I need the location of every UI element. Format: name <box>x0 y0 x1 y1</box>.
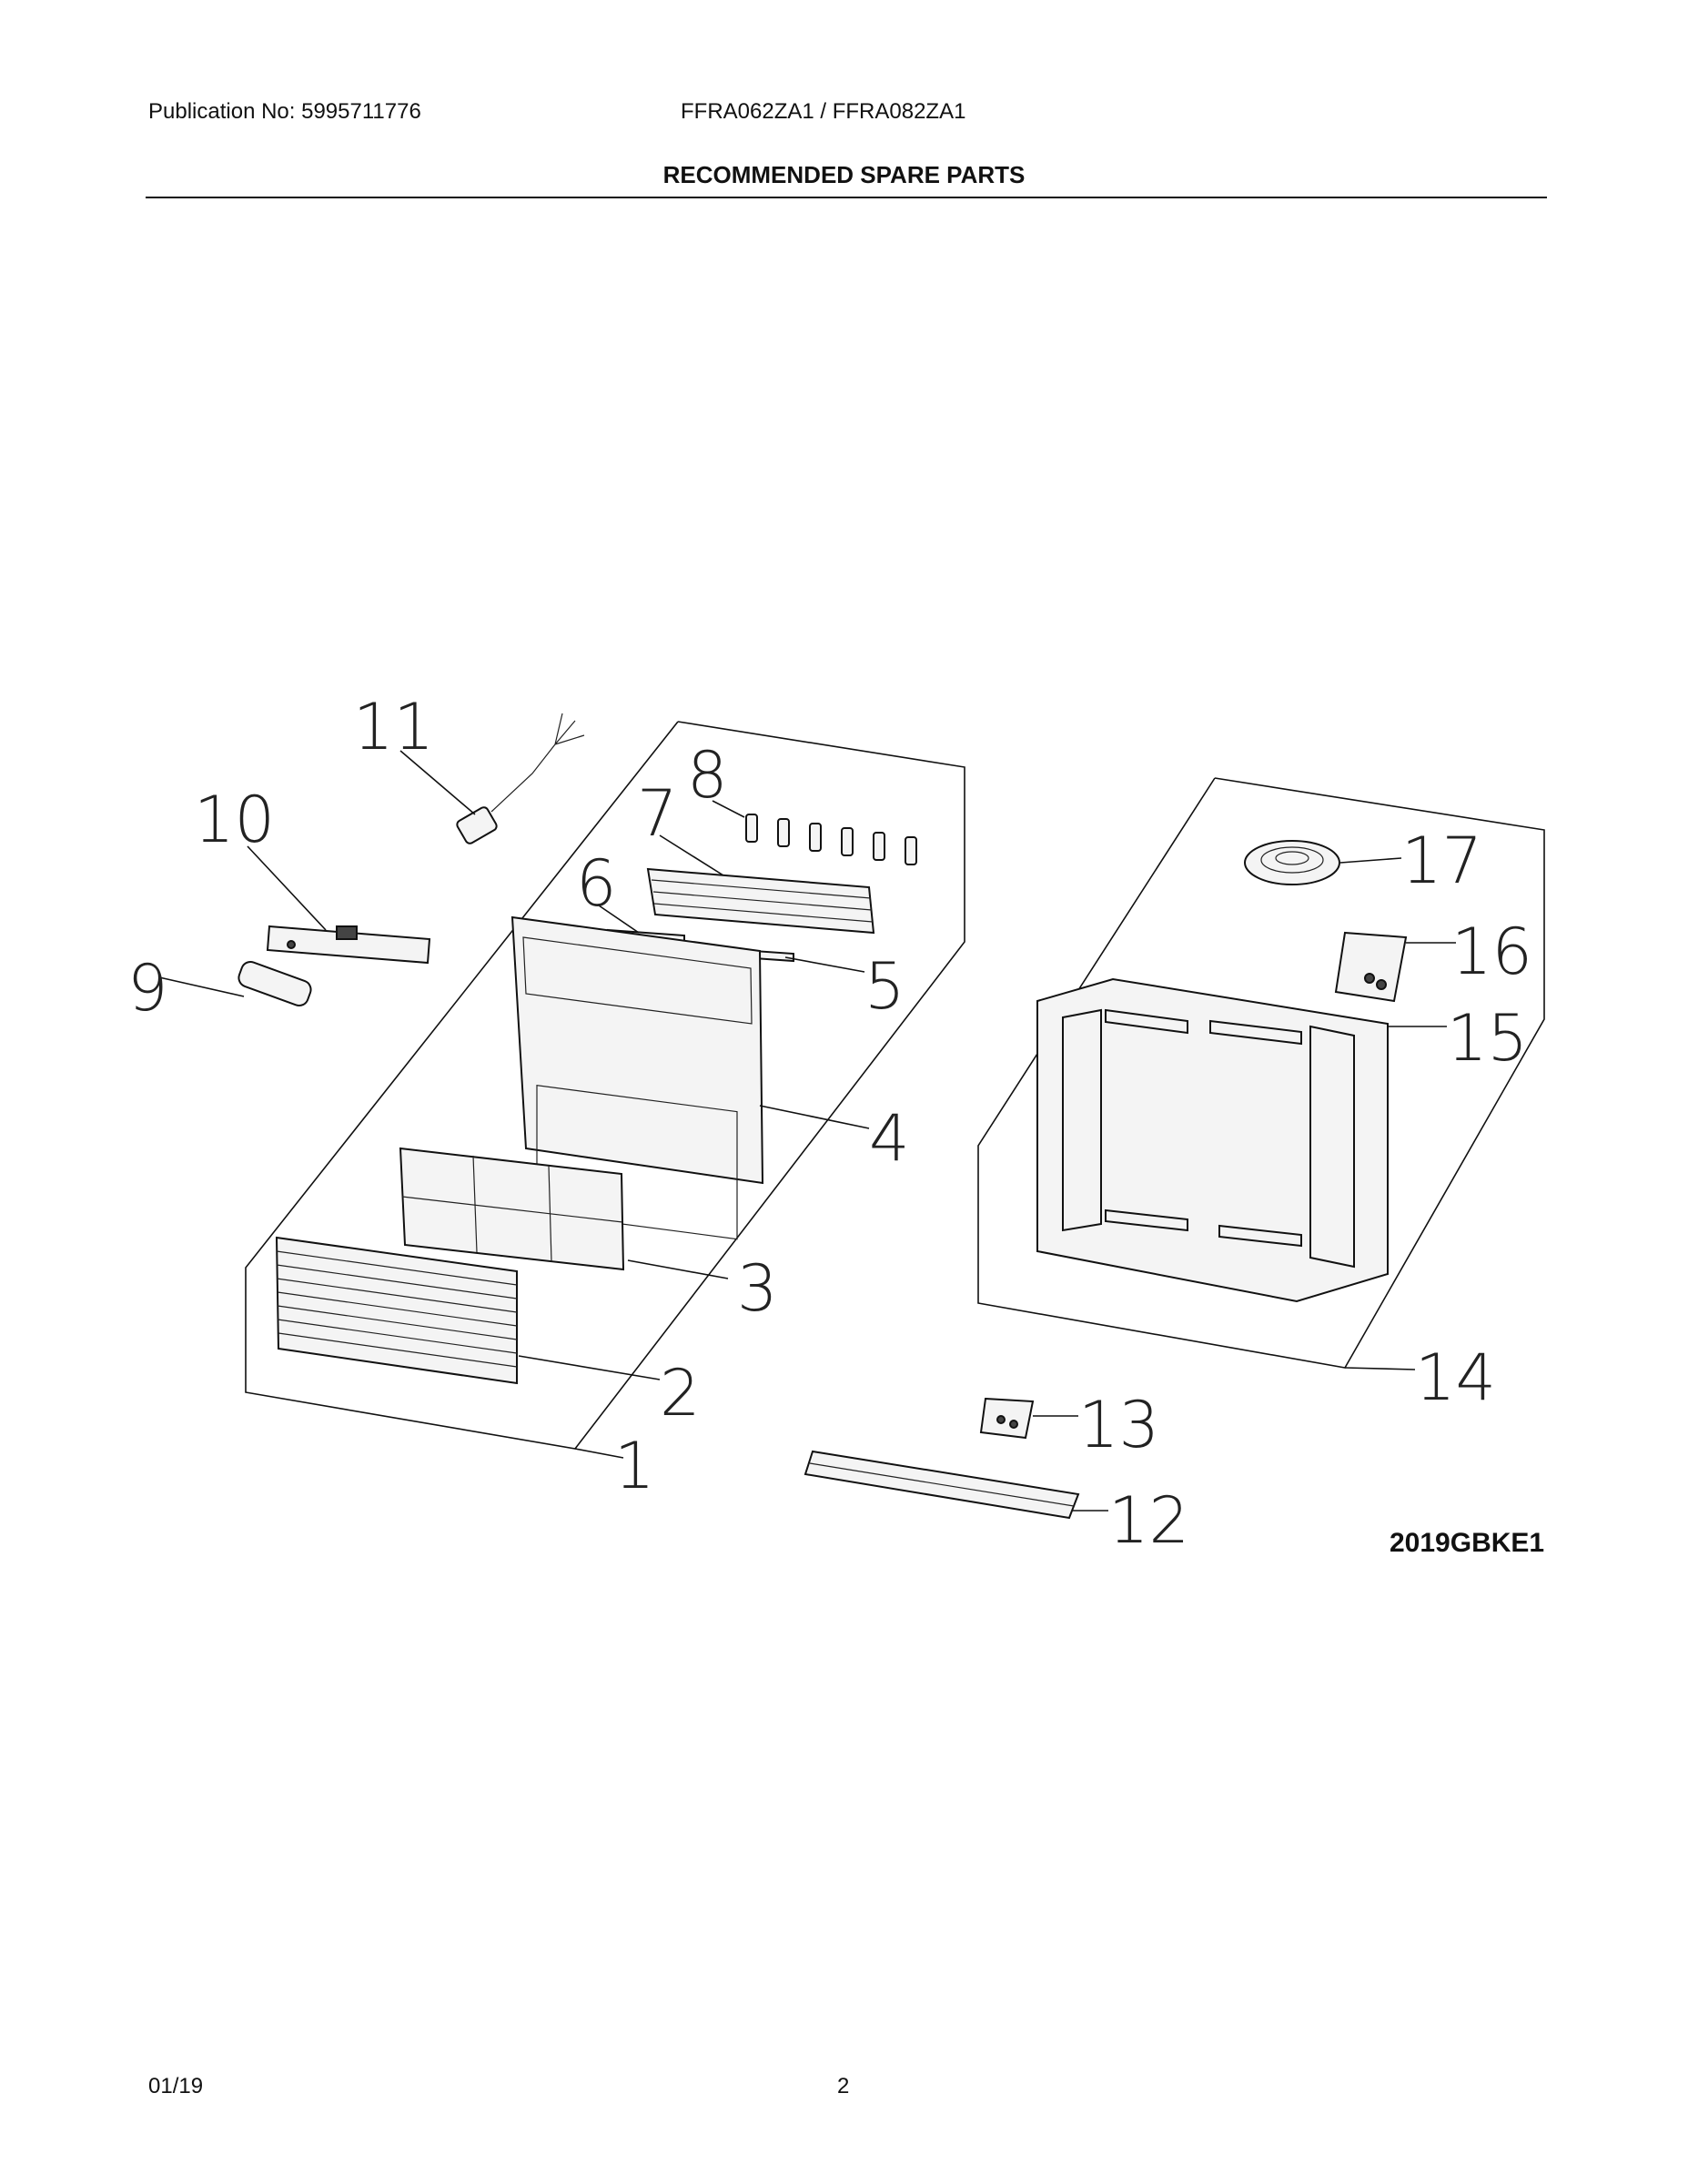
callout-5: 5 <box>864 949 905 1024</box>
hardware-bag-16-part <box>1334 931 1408 1003</box>
side-curtain-frame-part <box>1036 977 1389 1303</box>
seal-roll-part <box>1244 840 1340 885</box>
callout-11: 11 <box>353 690 434 764</box>
remote-part <box>238 960 312 1007</box>
louver-grille-part <box>646 867 875 935</box>
callout-6: 6 <box>576 846 617 921</box>
front-grille-part <box>275 1236 518 1385</box>
callout-17: 17 <box>1401 824 1482 898</box>
louvers-part <box>745 814 917 865</box>
page-number: 2 <box>837 2074 850 2098</box>
callout-9: 9 <box>127 951 168 1026</box>
front-panel-part <box>510 915 764 1240</box>
hardware-bag-13-part <box>979 1397 1035 1440</box>
callout-4: 4 <box>869 1101 910 1176</box>
control-board-part <box>266 925 431 965</box>
footer-date: 01/19 <box>148 2074 204 2098</box>
callout-10: 10 <box>194 783 275 857</box>
callout-15: 15 <box>1447 1001 1528 1076</box>
callout-12: 12 <box>1108 1483 1189 1558</box>
diagram-code: 2019GBKE1 <box>1390 1528 1545 1558</box>
callout-3: 3 <box>737 1251 778 1326</box>
air-filter-part <box>399 1147 625 1271</box>
support-rail-part <box>804 1450 1080 1520</box>
callout-8: 8 <box>687 738 728 813</box>
page-title: RECOMMENDED SPARE PARTS <box>662 161 1026 188</box>
leader-lines <box>158 750 1456 1512</box>
callout-1: 1 <box>614 1429 655 1503</box>
header-rule <box>146 197 1547 198</box>
callout-14: 14 <box>1415 1340 1496 1415</box>
model-numbers: FFRA062ZA1 / FFRA082ZA1 <box>681 99 966 124</box>
power-cord-part <box>456 713 585 844</box>
publication-number: Publication No: 5995711776 <box>148 99 421 124</box>
callout-2: 2 <box>660 1356 701 1431</box>
callout-16: 16 <box>1451 915 1532 989</box>
callout-13: 13 <box>1078 1388 1159 1462</box>
callout-7: 7 <box>637 776 678 851</box>
